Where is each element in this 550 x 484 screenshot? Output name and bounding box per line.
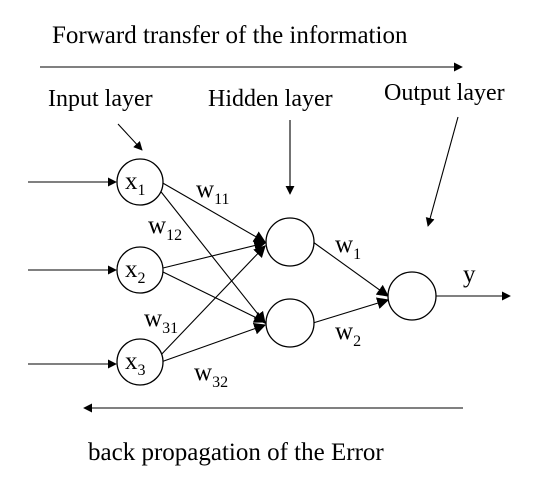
output-layer-label: Output layer xyxy=(384,80,505,106)
edge-x2-h1 xyxy=(162,239,267,269)
edge-x3-h1 xyxy=(157,245,266,359)
hidden-node-2 xyxy=(265,298,315,348)
hidden-layer-label: Hidden layer xyxy=(208,86,333,112)
weight-label-w11: w11 xyxy=(196,176,229,208)
weight-label-w2: w2 xyxy=(335,318,361,350)
back-propagation-label: back propagation of the Error xyxy=(88,439,384,466)
edge-h1-y xyxy=(312,241,389,297)
edge-h2-y xyxy=(312,297,390,324)
forward-transfer-label: Forward transfer of the information xyxy=(52,22,408,49)
hidden-node-1 xyxy=(265,217,315,267)
input-node-x1 xyxy=(116,158,164,206)
input-label-x2: x2 xyxy=(125,256,146,287)
input-node-x2 xyxy=(116,246,164,294)
input-pointer-arrow xyxy=(117,123,143,151)
input-label-x3: x3 xyxy=(125,348,146,379)
output-label-y: y xyxy=(463,261,476,288)
input-node-x3 xyxy=(116,338,164,386)
output-node xyxy=(387,271,437,321)
edge-x3-h2 xyxy=(160,322,267,363)
weight-label-w1: w1 xyxy=(335,231,361,263)
input-layer-label: Input layer xyxy=(48,86,153,112)
output-pointer-arrow xyxy=(425,116,459,227)
weight-label-w12: w12 xyxy=(148,212,182,244)
weight-label-w31: w31 xyxy=(144,305,178,337)
edge-x1-h2 xyxy=(157,187,266,324)
input-label-x1: x1 xyxy=(125,168,146,199)
edge-x1-h1 xyxy=(160,181,267,243)
edge-x2-h2 xyxy=(162,271,267,323)
weight-label-w32: w32 xyxy=(194,359,228,391)
